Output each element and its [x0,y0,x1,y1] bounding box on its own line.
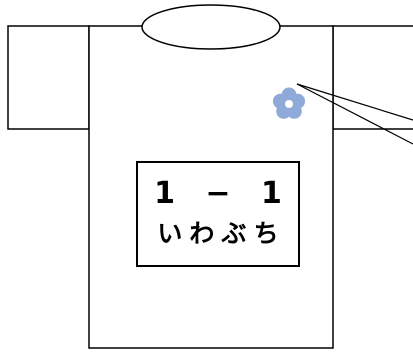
class-label: 1 − 1 [154,176,292,211]
name-tag: 1 − 1 いわぶち [136,161,300,267]
right-sleeve [332,25,413,130]
leader-line-upper [296,83,413,121]
flower-icon [272,87,306,119]
collar [141,4,281,50]
left-sleeve [7,25,90,130]
name-label: いわぶち [157,219,286,248]
leader-line-lower [296,83,413,145]
